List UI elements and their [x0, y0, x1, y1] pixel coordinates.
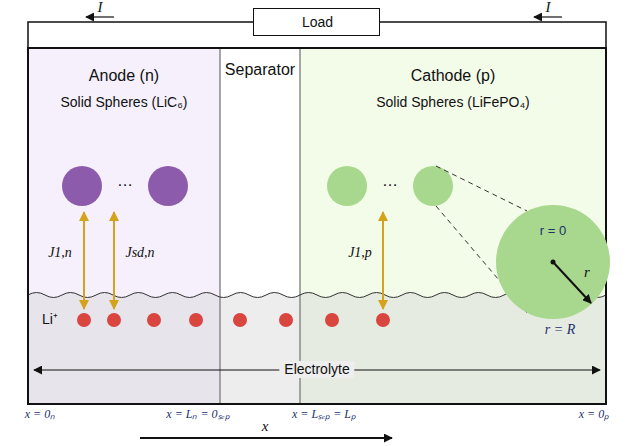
zoom-line [436, 166, 527, 211]
center-label: r = 0 [540, 223, 566, 239]
radius-label: r [584, 263, 590, 281]
electrolyte-band [28, 293, 606, 405]
separator-region: Separator [220, 48, 300, 88]
ellipsis: … [382, 172, 398, 190]
region-title: Cathode (p) [411, 66, 496, 85]
lithium-ion [233, 313, 247, 327]
circuit-wire [380, 22, 606, 48]
flux-label: J1,n [48, 245, 72, 261]
electrolyte-label: Electrolyte [279, 361, 354, 378]
flux-label: Jsd,n [125, 245, 154, 261]
anode-sphere [62, 166, 102, 206]
axis-label: x [262, 418, 269, 435]
cathode-sphere [327, 166, 367, 206]
flux-arrow [113, 212, 115, 309]
separator-boundary [219, 48, 221, 404]
zoomed-sphere: r = 0 r r = R [494, 203, 612, 343]
position-label: x = Lₙ = 0ₛₑₚ [166, 408, 229, 422]
current-arrow [86, 16, 114, 17]
region-title: Anode (n) [89, 66, 159, 85]
lithium-ion [147, 313, 161, 327]
electrolyte-band: Electrolyte [28, 300, 606, 404]
ellipsis: … [117, 172, 133, 190]
circuit-wire [28, 22, 253, 48]
cathode-sphere [413, 166, 453, 206]
lithium-ion [77, 313, 91, 327]
position-label: x = Lₛₑₚ = Lₚ [292, 408, 356, 422]
current-label: I [98, 0, 103, 15]
flux-arrow [83, 212, 85, 309]
lithium-ion [325, 313, 339, 327]
cathode-region: Cathode (p) Solid Spheres (LiFePO₄) [300, 48, 606, 288]
lithium-ion [376, 313, 390, 327]
lithium-ion [189, 313, 203, 327]
lithium-ion [279, 313, 293, 327]
current-arrow [534, 16, 562, 17]
load-box: Load [253, 8, 380, 36]
material-label: Solid Spheres (LiFePO₄) [368, 94, 538, 111]
radius-arrow [553, 262, 591, 303]
position-label: x = 0ₚ [579, 408, 609, 422]
flux-arrow [382, 212, 384, 309]
ion-label: Li⁺ [42, 311, 58, 327]
load-label: Load [302, 14, 333, 31]
x-axis-arrow [140, 437, 392, 439]
separator-boundary [299, 48, 301, 404]
region-title: Separator [225, 60, 295, 79]
position-label: x = 0ₙ [25, 408, 55, 422]
flux-label: J1,p [348, 245, 372, 261]
zoomed-sphere [496, 205, 610, 319]
anode-sphere [148, 166, 188, 206]
lithium-ions [77, 313, 390, 327]
lithium-ion [107, 313, 121, 327]
material-label: Solid Spheres (LiC₆) [59, 94, 189, 111]
surface-label: r = R [545, 322, 575, 339]
current-label: I [546, 0, 551, 15]
